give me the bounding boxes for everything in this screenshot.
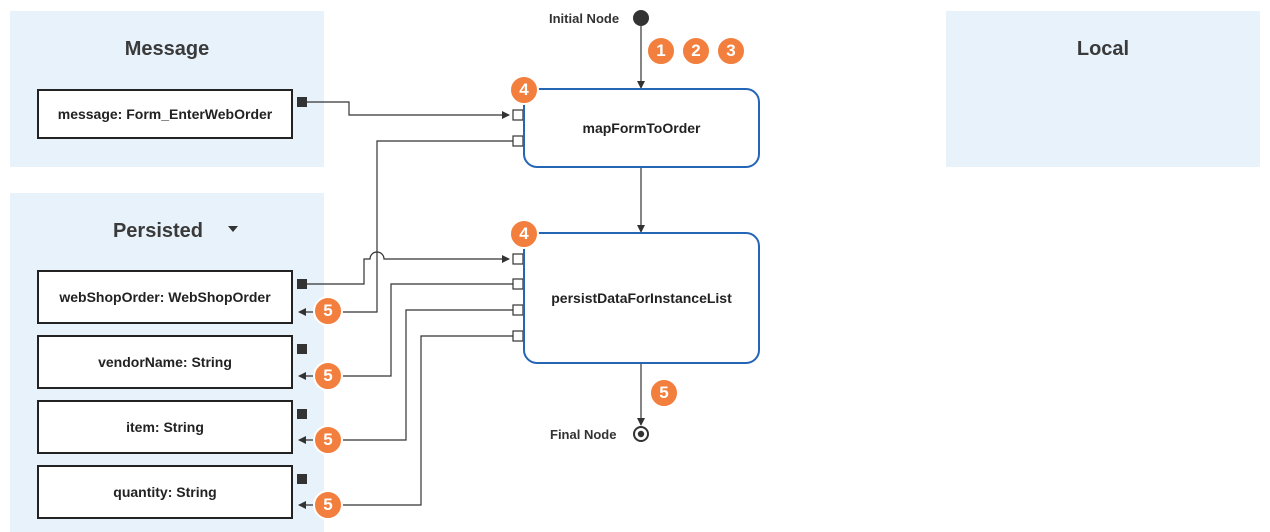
step-badge: 2	[681, 36, 711, 66]
persisted-variable-quantity[interactable]: quantity: String	[37, 465, 293, 519]
chevron-down-icon[interactable]	[228, 226, 238, 232]
action-label: mapFormToOrder	[582, 120, 701, 136]
persisted-variable-webshoporder[interactable]: webShopOrder: WebShopOrder	[37, 270, 293, 324]
persisted-variable-vendorname[interactable]: vendorName: String	[37, 335, 293, 389]
action-map-form-to-order[interactable]: mapFormToOrder	[523, 88, 760, 168]
local-panel-title: Local	[1076, 38, 1130, 60]
persisted-variable-item[interactable]: item: String	[37, 400, 293, 454]
persisted-variable-label: quantity: String	[113, 484, 217, 500]
persist-pin-1	[512, 253, 524, 265]
step-badge: 5	[313, 490, 343, 520]
data-map-to-webshoporder	[298, 140, 513, 316]
step-badge: 5	[649, 378, 679, 408]
message-variable-label: message: Form_EnterWebOrder	[57, 106, 273, 122]
persist-pin-2	[512, 278, 524, 290]
webshoporder-pin[interactable]	[297, 279, 307, 289]
map-input-pin	[512, 109, 524, 121]
local-panel: Local	[946, 11, 1260, 167]
action-persist-data[interactable]: persistDataForInstanceList	[523, 232, 760, 364]
step-badge: 5	[313, 296, 343, 326]
action-label: persistDataForInstanceList	[551, 290, 732, 306]
persist-pin-3	[512, 304, 524, 316]
data-webshoporder-to-persist	[307, 251, 510, 285]
persisted-variable-label: item: String	[126, 419, 204, 435]
step-badge: 1	[646, 36, 676, 66]
persist-pin-4	[512, 330, 524, 342]
final-node-label: Final Node	[550, 427, 617, 442]
message-panel-title: Message	[124, 38, 210, 60]
data-persist-to-item	[298, 309, 513, 444]
persisted-variable-label: webShopOrder: WebShopOrder	[59, 289, 271, 305]
step-badge: 5	[313, 361, 343, 391]
initial-node-dot	[633, 10, 649, 26]
step-badge: 3	[716, 36, 746, 66]
persisted-panel-title[interactable]: Persisted	[112, 220, 204, 242]
data-message-to-map	[307, 101, 510, 119]
initial-node-label: Initial Node	[549, 11, 620, 26]
data-persist-to-vendorname	[298, 283, 513, 380]
item-pin[interactable]	[297, 409, 307, 419]
quantity-pin[interactable]	[297, 474, 307, 484]
persisted-variable-label: vendorName: String	[98, 354, 232, 370]
vendorname-pin[interactable]	[297, 344, 307, 354]
message-variable-pin[interactable]	[297, 97, 307, 107]
final-node-dot	[637, 430, 645, 438]
step-badge: 5	[313, 425, 343, 455]
step-badge: 4	[509, 75, 539, 105]
map-output-pin	[512, 135, 524, 147]
message-variable[interactable]: message: Form_EnterWebOrder	[37, 89, 293, 139]
step-badge: 4	[509, 219, 539, 249]
data-persist-to-quantity	[298, 335, 513, 509]
